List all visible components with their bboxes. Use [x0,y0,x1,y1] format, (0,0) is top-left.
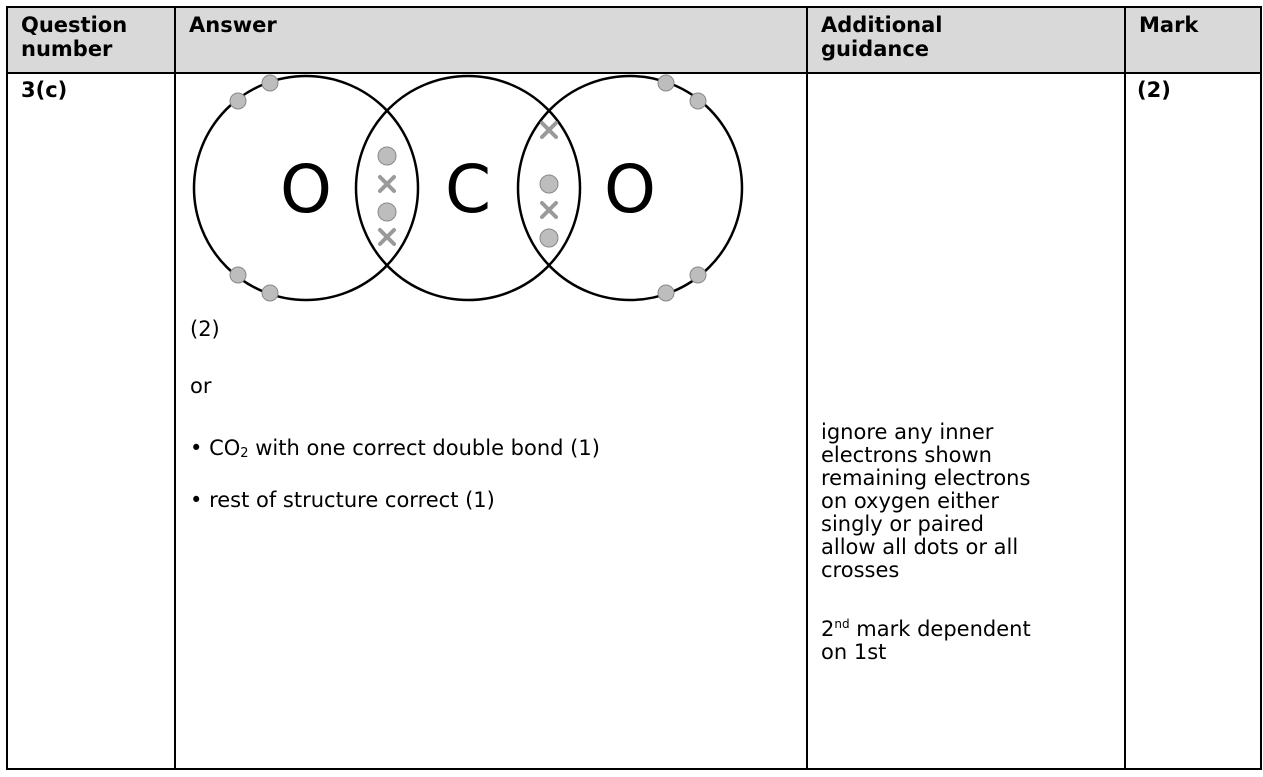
carbon-shell [354,74,582,302]
bullet: • [190,488,203,512]
header-row: Question number Answer Additional guidan… [6,6,1262,74]
guidance-line: allow all dots or all [821,535,1019,559]
header-answer-cell: Answer [174,6,808,74]
or-text: or [190,374,212,398]
atom-label-right-o: O [604,151,656,228]
point-2-text: rest of structure correct (1) [209,488,495,512]
answer-row: 3(c) [6,72,1262,770]
guidance-dependent-line2: on 1st [821,640,887,664]
guidance-dependent: 2nd mark dependent [821,618,1124,641]
dependent-num: 2 [821,617,835,641]
guidance-line: crosses [821,558,900,582]
mark-cell: (2) [1124,72,1262,770]
mark-value: (2) [1137,78,1171,102]
guidance-line: remaining electrons [821,466,1031,490]
diagram-mark: (2) [190,317,220,341]
point-1: • CO2 with one correct double bond (1) [190,435,600,467]
header-question-cell: Question number [6,6,176,74]
question-number: 3(c) [21,78,68,102]
question-number-cell: 3(c) [6,72,176,770]
point-1-subscript: 2 [240,446,249,461]
dependent-text: mark dependent [849,617,1031,641]
right-oxygen-shell [516,74,744,302]
header-answer: Answer [189,13,277,37]
header-guidance-cell: Additional guidance [806,6,1126,74]
atom-label-c: C [445,151,491,228]
left-oxygen-shell [192,74,420,302]
guidance-line: singly or paired [821,512,984,536]
dependent-sup: nd [834,617,850,631]
mark-scheme-table: Question number Answer Additional guidan… [6,6,1262,770]
header-mark-cell: Mark [1124,6,1262,74]
bullet: • [190,436,203,460]
atom-label-left-o: O [280,151,332,228]
guidance-line: electrons shown [821,443,992,467]
point-1-text: with one correct double bond (1) [248,436,600,460]
header-question: Question number [21,13,128,61]
guidance-line: ignore any inner [821,420,994,444]
header-mark: Mark [1139,13,1199,37]
guidance-cell: ignore any inner electrons shown remaini… [806,72,1126,770]
header-guidance: Additional guidance [821,13,943,61]
co2-dot-cross-diagram: O C O [192,74,744,302]
point-2: • rest of structure correct (1) [190,487,495,513]
point-1-formula: CO [209,436,241,460]
guidance-line: on oxygen either [821,489,999,513]
answer-cell: O C O (2) or • CO2 with one correct doub… [174,72,808,770]
